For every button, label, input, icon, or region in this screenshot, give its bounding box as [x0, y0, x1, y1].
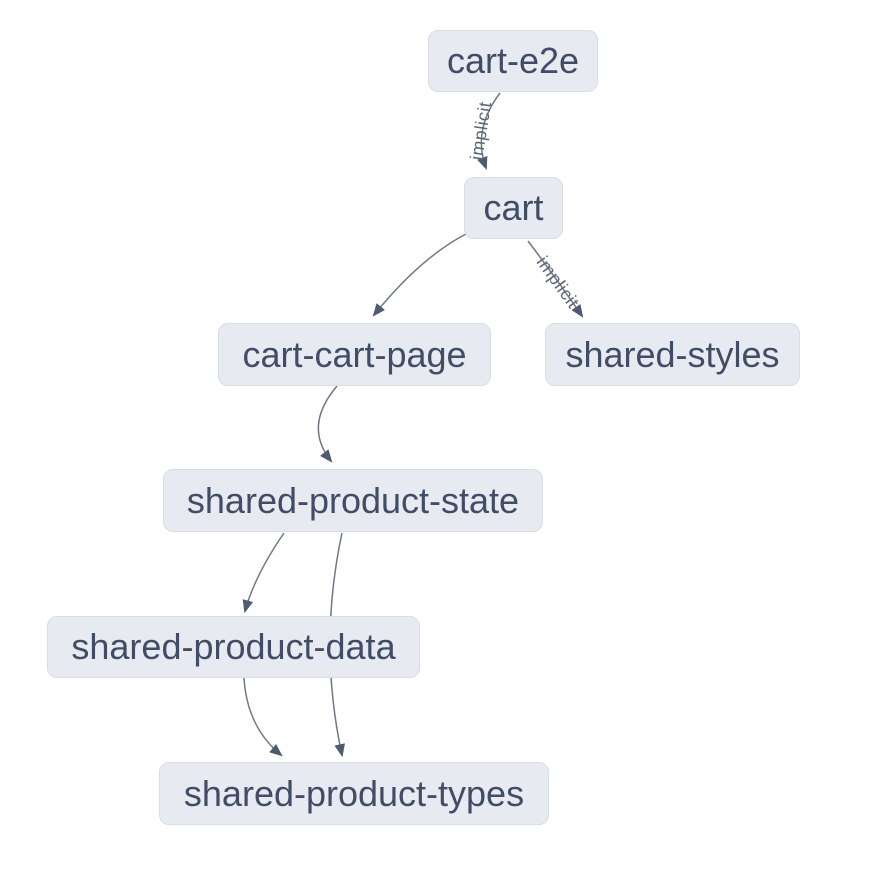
graph-node-shared-styles[interactable]: shared-styles — [545, 323, 800, 386]
node-label: shared-product-state — [186, 479, 520, 521]
edge-label-implicit-cart-e2e: implicit — [466, 100, 495, 161]
edge-cart-to-shared-styles — [527, 240, 584, 318]
edge-shared-product-state-to-shared-product-data — [242, 532, 285, 614]
graph-node-cart-cart-page[interactable]: cart-cart-page — [218, 323, 491, 386]
edge-label-implicit-shared-styles: implicit — [533, 253, 584, 313]
graph-node-shared-product-state[interactable]: shared-product-state — [163, 469, 543, 532]
edge-cart-e2e-to-cart — [477, 92, 501, 171]
graph-node-cart-e2e[interactable]: cart-e2e — [428, 30, 598, 92]
node-label: cart — [483, 187, 544, 228]
edge-cart-to-cart-cart-page — [372, 233, 467, 317]
graph-node-cart[interactable]: cart — [464, 177, 563, 239]
node-label: cart-e2e — [446, 40, 580, 81]
graph-node-shared-product-types[interactable]: shared-product-types — [159, 762, 549, 825]
node-label: shared-styles — [565, 333, 780, 375]
edge-cart-cart-page-to-shared-product-state — [317, 385, 338, 463]
graph-node-shared-product-data[interactable]: shared-product-data — [47, 616, 420, 678]
node-label: cart-cart-page — [242, 333, 467, 375]
node-label: shared-product-data — [71, 626, 396, 667]
edge-shared-product-data-to-shared-product-types — [243, 677, 283, 757]
node-label: shared-product-types — [183, 772, 525, 814]
